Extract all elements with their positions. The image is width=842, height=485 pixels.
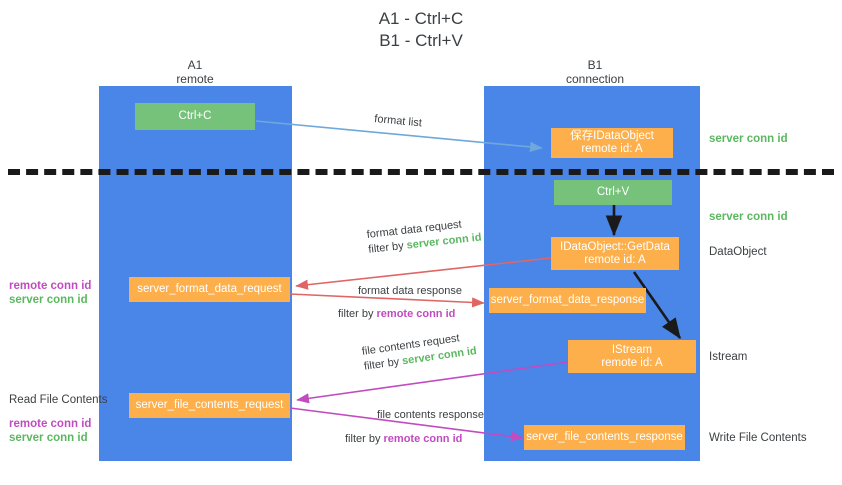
right-label-server-conn-id-1: server conn id [709, 133, 788, 145]
left-label-conn-ids-1: remote conn id server conn id [9, 279, 91, 307]
arrow-label-format-data-response: format data response filter by remote co… [338, 284, 462, 322]
arrow-label-file-contents-response-line1: file contents response [377, 409, 485, 421]
left-label-read-file-contents-group: Read File Contents [9, 393, 107, 407]
arrow-label-format-list: format list [373, 112, 423, 130]
box-istream-line2: remote id: A [601, 356, 663, 369]
box-save-idataobject[interactable]: 保存IDataObject remote id: A [551, 128, 673, 158]
lane-header-b1: B1 connection [535, 58, 655, 86]
title-line-2: B1 - Ctrl+V [379, 31, 463, 50]
left-label-server-conn-id-1: server conn id [9, 294, 88, 306]
box-server-format-data-response[interactable]: server_format_data_response [489, 288, 646, 313]
arrow-label-file-contents-request: file contents request filter by server c… [361, 329, 478, 375]
lane-a1-name: A1 [187, 58, 203, 72]
lane-b1-sub: connection [565, 72, 625, 86]
right-label-write-file-contents: Write File Contents [709, 432, 807, 444]
box-server-file-contents-request[interactable]: server_file_contents_request [129, 393, 290, 418]
right-label-istream: Istream [709, 351, 748, 363]
box-server-file-contents-response[interactable]: server_file_contents_response [524, 425, 685, 450]
lane-a1-sub: remote [176, 72, 214, 86]
filter-prefix-1: filter by [367, 239, 408, 256]
box-save-idataobject-line2: remote id: A [581, 143, 643, 155]
box-getdata-line1: IDataObject::GetData [560, 240, 670, 253]
box-getdata-line2: remote id: A [584, 253, 646, 266]
box-istream[interactable]: IStream remote id: A [568, 340, 696, 373]
filter-prefix-4: filter by [345, 433, 384, 445]
arrow-label-file-contents-response: file contents response filter by remote … [345, 408, 485, 447]
filter-value-remote-conn-id-2: remote conn id [383, 433, 463, 445]
box-server-format-data-request[interactable]: server_format_data_request [129, 277, 290, 302]
filter-prefix-2: filter by [338, 308, 377, 320]
left-label-conn-ids-2: remote conn id server conn id [9, 417, 91, 445]
diagram-title: A1 - Ctrl+C B1 - Ctrl+V [0, 8, 842, 52]
right-label-dataobject: DataObject [709, 246, 767, 258]
lane-header-a1: A1 remote [135, 58, 255, 86]
arrow-label-format-data-response-line2: filter by remote conn id [338, 307, 462, 322]
left-label-read-file-contents: Read File Contents [9, 394, 108, 406]
box-ctrl-v[interactable]: Ctrl+V [554, 180, 672, 205]
filter-value-remote-conn-id-1: remote conn id [376, 308, 456, 320]
title-line-1: A1 - Ctrl+C [378, 9, 464, 28]
box-save-idataobject-line1: 保存IDataObject [570, 130, 654, 142]
box-ctrl-c[interactable]: Ctrl+C [135, 103, 255, 130]
left-label-server-conn-id-2: server conn id [9, 432, 88, 444]
left-label-remote-conn-id-1: remote conn id [9, 280, 92, 292]
box-istream-line1: IStream [611, 343, 653, 356]
lane-b1-name: B1 [587, 58, 603, 72]
filter-prefix-3: filter by [363, 355, 404, 373]
arrow-label-file-contents-response-line2: filter by remote conn id [345, 432, 484, 447]
arrow-label-format-data-request: format data request filter by server con… [366, 216, 482, 258]
box-idataobject-getdata[interactable]: IDataObject::GetData remote id: A [551, 237, 679, 270]
arrow-label-format-data-response-line1: format data response [358, 285, 462, 297]
phase-divider [8, 169, 834, 175]
right-label-server-conn-id-2: server conn id [709, 211, 788, 223]
left-label-remote-conn-id-2: remote conn id [9, 418, 92, 430]
